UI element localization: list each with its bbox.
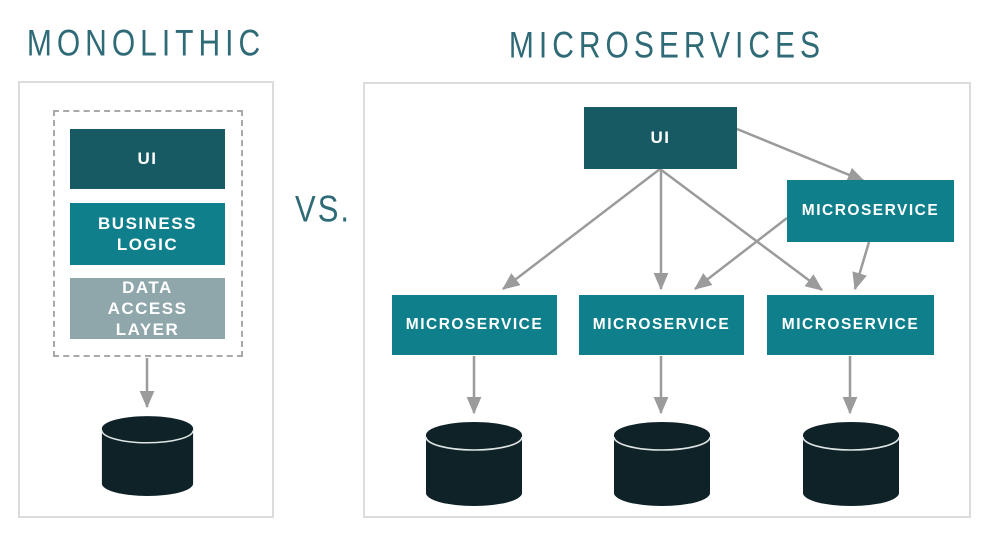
monolith-boundary-box [53, 110, 243, 357]
ui-to-gateway-arrow [736, 127, 866, 183]
gateway-to-service2-arrow [694, 217, 788, 290]
microservices-title: MICROSERVICES [508, 26, 826, 67]
monolithic-panel: UI BUSINESS LOGIC DATA ACCESS LAYER [18, 81, 274, 518]
service3-database-icon [802, 422, 900, 506]
microservice-box-3: MICROSERVICE [767, 295, 934, 355]
data-access-layer-box: DATA ACCESS LAYER [70, 278, 225, 339]
business-logic-layer-box: BUSINESS LOGIC [70, 203, 225, 265]
ui-to-service1-arrow [502, 168, 661, 290]
service1-database-icon [425, 422, 523, 506]
versus-label: VS. [295, 188, 351, 230]
microservices-panel: UI MICROSERVICE MICROSERVICE MICROSERVIC… [363, 82, 971, 518]
microservices-ui-box: UI [584, 107, 737, 169]
service2-database-icon [613, 422, 711, 506]
microservice-box-1: MICROSERVICE [392, 295, 557, 355]
gateway-microservice-box: MICROSERVICE [787, 180, 954, 242]
monolith-database-icon [101, 416, 194, 496]
ui-layer-box: UI [70, 129, 225, 189]
gateway-to-service3-arrow [852, 241, 871, 291]
microservice-box-2: MICROSERVICE [579, 295, 744, 355]
monolithic-title: MONOLITHIC [26, 24, 266, 65]
